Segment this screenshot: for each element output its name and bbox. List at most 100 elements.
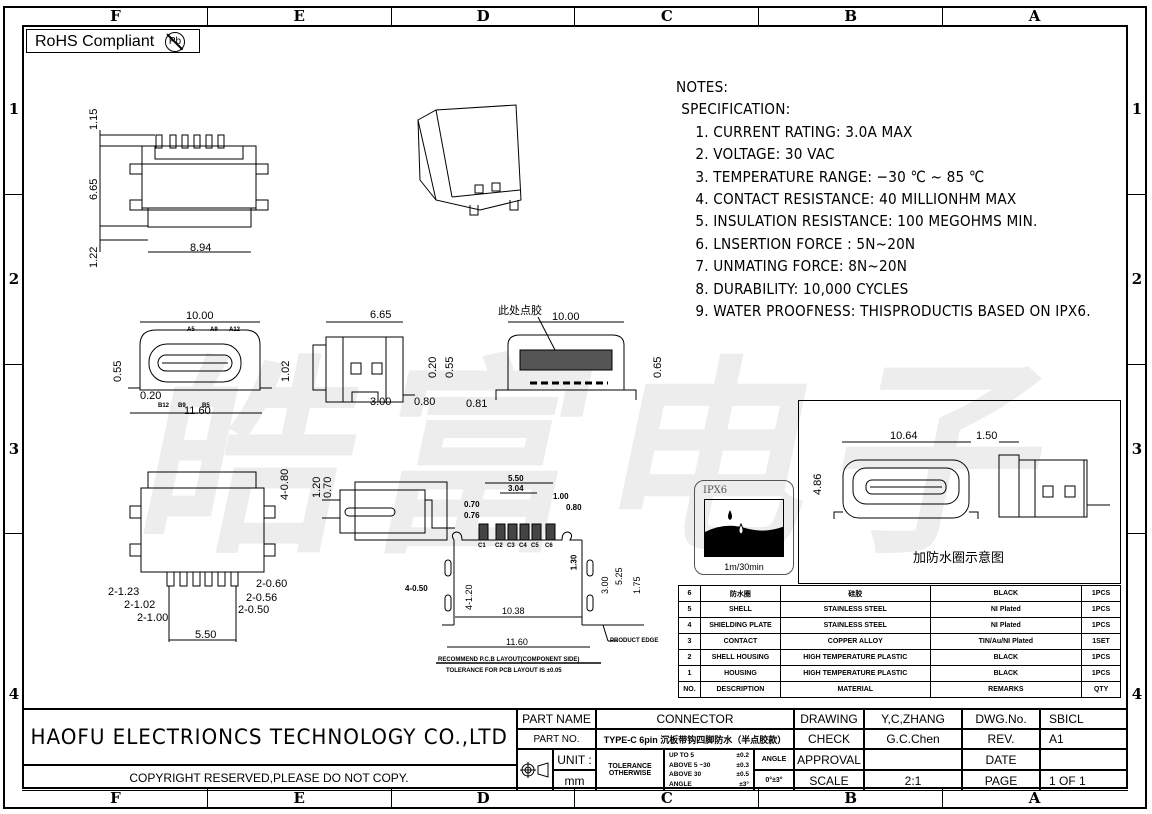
dim-label: 1.22 xyxy=(88,246,100,268)
dim-label: 10.64 xyxy=(890,430,918,442)
dim-label: 5.25 xyxy=(614,567,624,585)
dim-label: 0.80 xyxy=(566,503,582,512)
ipx-label: IPX6 xyxy=(703,485,728,496)
bom-desc: SHIELDING PLATE xyxy=(699,617,781,634)
zone-row-label: 3 xyxy=(1128,365,1146,535)
bom-no: 3 xyxy=(678,633,701,650)
zone-col-label: C xyxy=(575,789,760,807)
bottom-view xyxy=(129,471,276,642)
water-drop-icon xyxy=(704,499,784,557)
pad-label: C5 xyxy=(531,543,539,549)
tol-range: UP TO 5 xyxy=(669,752,695,759)
bom-remarks: BLACK xyxy=(929,649,1083,666)
tolerance-label: TOLERANCE xyxy=(608,763,652,770)
dim-label: 3.04 xyxy=(508,484,524,493)
dim-label: 1.02 xyxy=(280,360,292,382)
dim-label: 2-0.50 xyxy=(238,604,270,616)
bom-header-desc: DESCRIPTION xyxy=(699,681,781,698)
dim-label: 4-0.80 xyxy=(279,468,291,500)
bom-header-remarks: REMARKS xyxy=(929,681,1083,698)
zone-row-label: 2 xyxy=(5,195,23,365)
angle-label: ANGLE xyxy=(754,749,794,770)
dim-label: 1.50 xyxy=(976,430,998,442)
zone-col-label: A xyxy=(1028,789,1041,807)
pin-label: A12 xyxy=(229,327,241,333)
drawing-frame-inner xyxy=(22,25,1128,789)
pad-label: C1 xyxy=(478,543,486,549)
zone-row-label: 4 xyxy=(1131,685,1143,703)
company-name: HAOFU ELECTRIONCS TECHNOLOGY CO.,LTD xyxy=(30,725,508,749)
zone-row-label: 1 xyxy=(5,25,23,195)
bom-no: 4 xyxy=(678,617,701,634)
dim-label: 1.00 xyxy=(553,492,569,501)
dim-label: 11.60 xyxy=(506,637,528,647)
tolerance-label: OTHERWISE xyxy=(608,770,652,777)
rohs-label: RoHS Compliant xyxy=(35,33,155,50)
side-view xyxy=(312,321,415,403)
dim-label: 0.70 xyxy=(464,500,480,509)
zone-col-right: 1 2 3 4 xyxy=(1128,25,1146,707)
bom-material: STAINLESS STEEL xyxy=(779,601,931,618)
notes-block: NOTES: SPECIFICATION: 1. CURRENT RATING:… xyxy=(676,76,1091,322)
tol-value: ±0.3 xyxy=(736,761,749,769)
drawing-value: Y,C,ZHANG xyxy=(864,710,962,729)
bom-qty: 1PCS xyxy=(1081,601,1121,618)
zone-row-label: 2 xyxy=(1128,195,1146,365)
scale-value: 2:1 xyxy=(864,770,962,791)
pad-label: C4 xyxy=(519,543,527,549)
bom-qty: 1PCS xyxy=(1081,649,1121,666)
bom-desc: 防水圈 xyxy=(699,585,781,602)
dim-label: 4-1.20 xyxy=(464,584,474,610)
waterproof-ring-caption: 加防水圈示意图 xyxy=(913,550,1005,565)
isometric-view xyxy=(417,104,522,216)
tolerance-label-cell: TOLERANCE OTHERWISE xyxy=(596,749,664,791)
pin-label: B12 xyxy=(158,403,170,409)
front-view xyxy=(128,321,272,414)
dim-label: 0.76 xyxy=(464,511,480,520)
unit-value: mm xyxy=(553,770,596,791)
bom-qty: 1PCS xyxy=(1081,585,1121,602)
part-name-label: PART NAME xyxy=(517,710,596,729)
note-item: 9. WATER PROOFNESS: THISPRODUCTIS BASED … xyxy=(695,302,1091,321)
bom-no: 5 xyxy=(678,601,701,618)
check-label: CHECK xyxy=(794,729,864,749)
part-no: TYPE-C 6pin 沉板带钩四脚防水（半点胶款） xyxy=(596,729,794,749)
bom-remarks: NI Plated xyxy=(929,617,1083,634)
zone-col-label: D xyxy=(392,7,576,25)
note-item: 3. TEMPERATURE RANGE: −30 ℃ ~ 85 ℃ xyxy=(695,167,985,186)
bom-qty: 1SET xyxy=(1081,633,1121,650)
dim-label: 6.65 xyxy=(88,178,100,200)
approval-label: APPROVAL xyxy=(794,749,864,770)
copyright-text: COPYRIGHT RESERVED,PLEASE DO NOT COPY. xyxy=(129,771,409,785)
dim-label: 0.20 xyxy=(427,356,439,378)
bom-no: 1 xyxy=(678,665,701,682)
title-block: HAOFU ELECTRIONCS TECHNOLOGY CO.,LTD COP… xyxy=(22,708,1128,791)
bom-qty: 1PCS xyxy=(1081,617,1121,634)
ipx-caption: 1m/30min xyxy=(724,562,764,572)
note-item: 7. UNMATING FORCE: 8N~20N xyxy=(695,257,908,276)
ipx6-badge: IPX6 1m/30min xyxy=(694,480,794,575)
note-item: 1. CURRENT RATING: 3.0A MAX xyxy=(695,122,913,141)
bom-material: 硅胶 xyxy=(779,585,931,602)
dim-label: 10.00 xyxy=(186,310,214,322)
check-value: G.C.Chen xyxy=(864,729,962,749)
pcb-layout xyxy=(436,482,644,664)
part-name: CONNECTOR xyxy=(596,710,794,729)
projection-symbol-icon xyxy=(517,749,553,791)
bom-no: 6 xyxy=(678,585,701,602)
note-item: 6. LNSERTION FORCE : 5N~20N xyxy=(695,234,916,253)
pin-label: B5 xyxy=(202,403,210,409)
zone-col-label: E xyxy=(208,7,392,25)
bom-material: HIGH TEMPERATURE PLASTIC xyxy=(779,665,931,682)
bom-header-qty: QTY xyxy=(1081,681,1121,698)
tol-row: ANGLE±3° xyxy=(669,780,749,790)
dim-label: 0.55 xyxy=(112,360,124,382)
bom-desc: HOUSING xyxy=(699,665,781,682)
dim-label: 4.86 xyxy=(812,473,824,495)
page-label: PAGE xyxy=(962,770,1040,791)
